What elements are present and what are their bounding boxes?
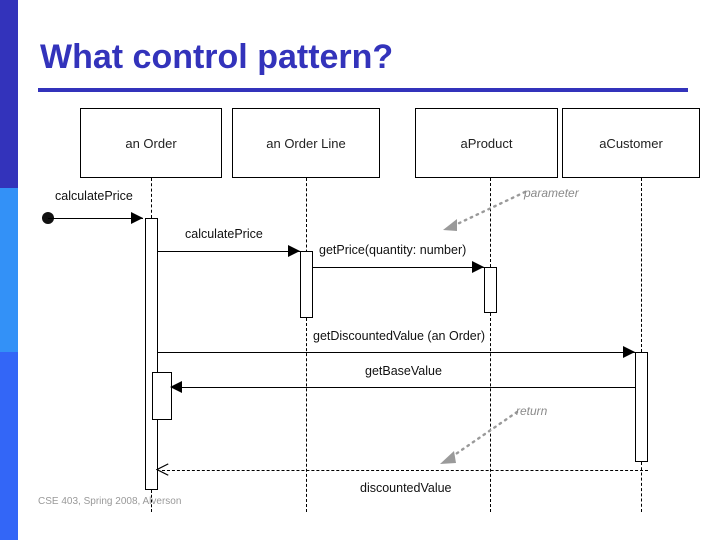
annotation-pointer-return <box>440 410 519 464</box>
lifeline-aproduct-lower <box>490 313 491 512</box>
message-label-get-price: getPrice(quantity: number) <box>316 243 470 257</box>
slide-title: What control pattern? <box>40 38 394 76</box>
sidebar-accent-bottom <box>0 352 18 540</box>
participant-label: an Order <box>125 135 177 151</box>
participant-box-an-order: an Order <box>80 108 222 178</box>
arrowhead-calculate-price-entry <box>131 212 143 224</box>
lifeline-an-order-line-lower <box>306 318 307 512</box>
arrowhead-get-price <box>472 261 484 273</box>
message-line-discounted-value-return <box>162 470 648 471</box>
sidebar-accent-middle <box>0 188 18 352</box>
participant-box-acustomer: aCustomer <box>562 108 700 178</box>
lifeline-acustomer <box>641 178 642 352</box>
message-label-get-base-value: getBaseValue <box>362 364 445 378</box>
lifeline-aproduct <box>490 178 491 267</box>
annotation-label-return: return <box>516 404 548 418</box>
message-line-calculate-price-order-line <box>158 251 300 252</box>
message-line-get-discounted-value <box>158 352 635 353</box>
message-label-get-discounted-value: getDiscountedValue (an Order) <box>310 329 489 343</box>
participant-label: an Order Line <box>266 135 346 151</box>
slide-footer: CSE 403, Spring 2008, Alverson <box>38 496 182 507</box>
lifeline-acustomer-lower <box>641 462 642 512</box>
participant-label: aProduct <box>460 135 513 151</box>
lifeline-an-order <box>151 178 152 218</box>
title-underline <box>38 88 688 92</box>
participant-box-an-order-line: an Order Line <box>232 108 380 178</box>
annotation-label-parameter: parameter <box>524 186 579 200</box>
sidebar-accent-top <box>0 0 18 188</box>
message-label-discounted-value-return: discountedValue <box>357 481 455 495</box>
lifeline-an-order-lower <box>151 490 152 512</box>
message-label-calculate-price-order-line: calculatePrice <box>182 227 266 241</box>
lifeline-an-order-line <box>306 178 307 268</box>
activation-acustomer <box>635 352 648 462</box>
participant-label: aCustomer <box>599 135 663 151</box>
activation-aproduct <box>484 267 497 313</box>
activation-an-order-line <box>300 251 313 318</box>
activation-an-order-nested <box>152 372 172 420</box>
activation-an-order <box>145 218 158 490</box>
message-line-get-base-value <box>172 387 635 388</box>
participant-box-aproduct: aProduct <box>415 108 558 178</box>
annotation-pointer-parameter <box>443 190 527 231</box>
message-line-get-price <box>313 267 484 268</box>
message-line-calculate-price-entry <box>48 218 143 219</box>
arrowhead-get-base-value <box>170 381 182 393</box>
arrowhead-calculate-price-order-line <box>288 245 300 257</box>
arrowhead-discounted-value-return <box>156 463 169 476</box>
arrowhead-get-discounted-value <box>623 346 635 358</box>
message-label-calculate-price-entry: calculatePrice <box>52 189 136 203</box>
